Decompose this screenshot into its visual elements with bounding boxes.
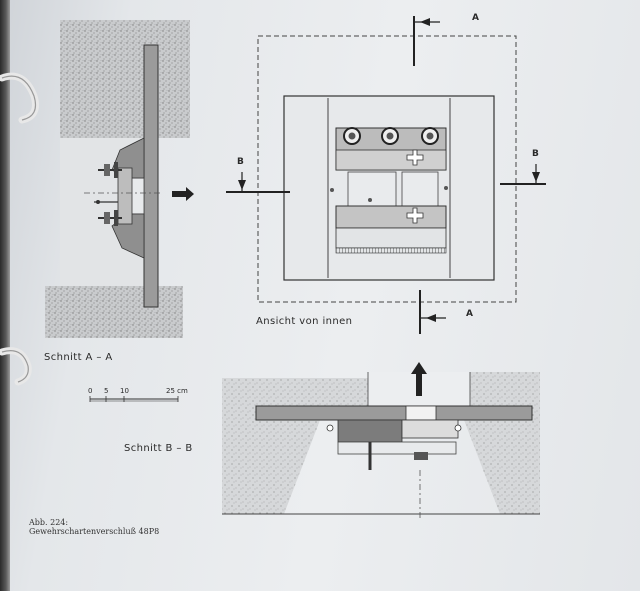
inside-view-drawing <box>226 16 546 334</box>
caption-title: Gewehrschartenverschluß 48P8 <box>29 527 160 536</box>
binder-ring-lower <box>0 347 32 386</box>
section-marker-a-top: A <box>472 13 479 23</box>
section-bb-label: Schnitt B – B <box>124 443 193 454</box>
scale-tick-5: 5 <box>104 387 109 395</box>
scale-bar <box>89 396 179 402</box>
caption-figure-number: Abb. 224: <box>29 518 69 527</box>
section-marker-b-right: B <box>532 149 539 159</box>
section-marker-b-left: B <box>237 157 244 167</box>
inside-view-label: Ansicht von innen <box>256 316 353 327</box>
scale-tick-0: 0 <box>88 387 93 395</box>
section-aa-label: Schnitt A – A <box>44 352 113 363</box>
binder-edge <box>0 0 10 591</box>
binder-ring-upper <box>0 72 39 124</box>
figure-caption: Abb. 224: Gewehrschartenverschluß 48P8 <box>29 518 159 536</box>
section-bb-drawing <box>222 362 540 520</box>
scale-tick-25cm: 25 cm <box>166 387 188 395</box>
scale-tick-10: 10 <box>120 387 129 395</box>
section-marker-a-bottom: A <box>466 309 473 319</box>
section-aa-drawing <box>45 20 194 338</box>
